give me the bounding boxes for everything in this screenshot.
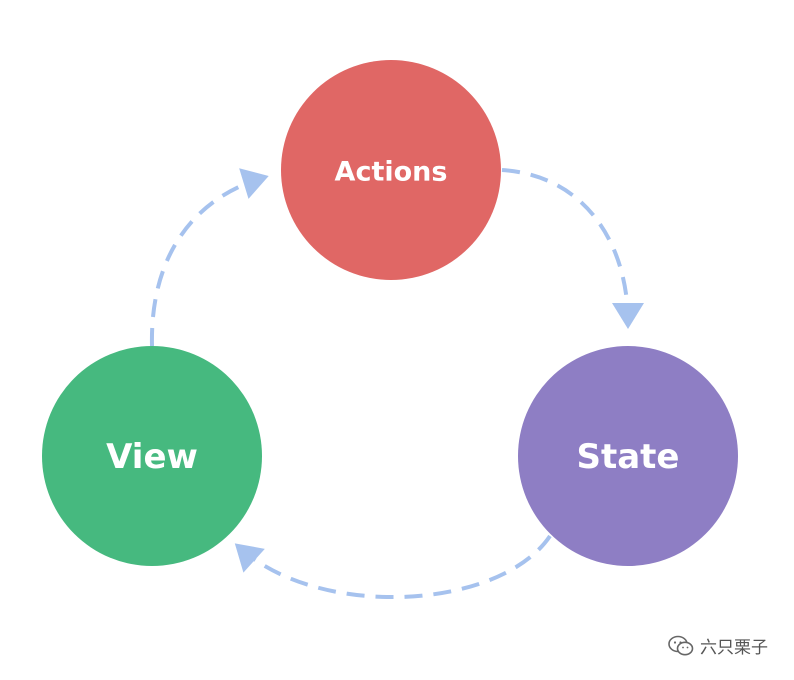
arrow-actions-to-state	[501, 168, 644, 329]
arrow-view-to-actions	[149, 168, 269, 347]
state-node: State	[518, 346, 738, 566]
state-circle	[518, 346, 738, 566]
view-node: View	[42, 346, 262, 566]
actions-circle	[281, 60, 501, 280]
watermark-text: 六只栗子	[700, 638, 768, 658]
view-circle	[42, 346, 262, 566]
actions-label: Actions	[335, 157, 448, 188]
actions-node: Actions	[281, 60, 501, 280]
arrow-state-to-view	[234, 534, 552, 600]
view-label: View	[106, 437, 198, 477]
watermark: 六只栗子	[668, 633, 768, 658]
state-label: State	[577, 437, 680, 477]
wechat-icon	[668, 635, 694, 657]
